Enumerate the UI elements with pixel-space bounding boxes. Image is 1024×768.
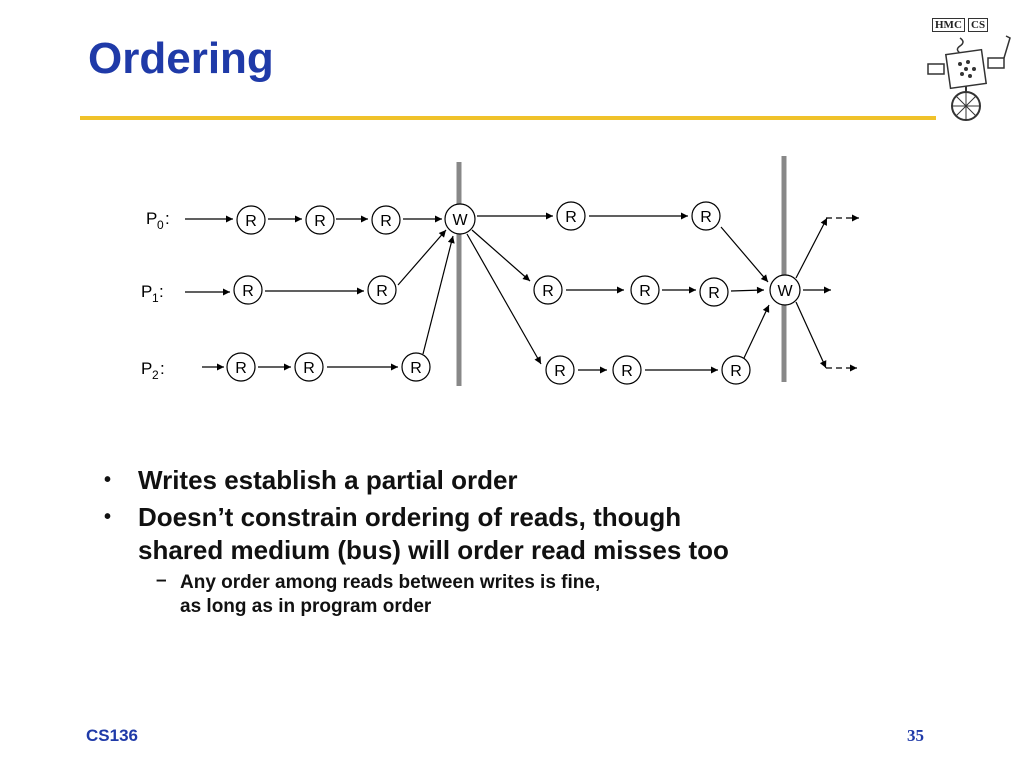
bullet-text-line: shared medium (bus) will order read miss… xyxy=(138,535,729,565)
svg-text:R: R xyxy=(708,285,720,302)
processor-label-p1: P 1 : xyxy=(141,282,164,305)
svg-text:R: R xyxy=(376,283,388,300)
sub-bullet-item: – Any order among reads between writes i… xyxy=(100,570,920,619)
bullet-item: • Writes establish a partial order xyxy=(100,464,920,497)
logo-label-hmc: HMC xyxy=(932,18,965,32)
diagram-nodes: R R R W R R R R R R R W R R R R R R xyxy=(226,201,801,385)
ordering-diagram: P 0 : P 1 : P 2 : xyxy=(141,156,859,386)
node-p0-r4: R xyxy=(556,201,586,231)
svg-text:R: R xyxy=(303,360,315,377)
bullet-item: • Doesn’t constrain ordering of reads, t… xyxy=(100,501,920,567)
sub-bullet-text-line: as long as in program order xyxy=(180,596,432,617)
p2-base: P xyxy=(141,359,152,378)
bullet-list: • Writes establish a partial order • Doe… xyxy=(100,464,920,619)
unicycle-robot-icon xyxy=(927,35,1011,121)
p1-base: P xyxy=(141,282,152,301)
node-p0-r5: R xyxy=(691,201,721,231)
processor-label-p0: P 0 : xyxy=(146,209,170,232)
footer-course: CS136 xyxy=(86,726,138,745)
slide-title: Ordering xyxy=(88,34,274,83)
sub-bullet-marker: – xyxy=(156,570,167,591)
bullet-text-line: Doesn’t constrain ordering of reads, tho… xyxy=(138,502,682,532)
svg-text:W: W xyxy=(777,283,793,300)
title-divider xyxy=(80,116,936,120)
svg-text:R: R xyxy=(235,360,247,377)
sub-bullet-text-line: Any order among reads between writes is … xyxy=(180,572,601,593)
p1-colon: : xyxy=(159,282,164,301)
node-p1-w: W xyxy=(769,274,801,306)
p0-colon: : xyxy=(165,209,170,228)
node-p2-r3: R xyxy=(401,352,431,382)
node-p1-r5: R xyxy=(699,277,729,307)
svg-text:R: R xyxy=(554,363,566,380)
svg-text:R: R xyxy=(565,209,577,226)
p2-colon: : xyxy=(160,359,165,378)
svg-text:R: R xyxy=(730,363,742,380)
svg-text:R: R xyxy=(242,283,254,300)
logo-label-cs: CS xyxy=(968,18,989,32)
svg-text:R: R xyxy=(542,283,554,300)
svg-text:R: R xyxy=(410,360,422,377)
node-p2-r6: R xyxy=(721,355,751,385)
node-p1-r1: R xyxy=(233,275,263,305)
svg-text:R: R xyxy=(621,363,633,380)
p2-sub: 2 xyxy=(152,368,159,382)
node-p1-r2: R xyxy=(367,275,397,305)
p0-base: P xyxy=(146,209,157,228)
svg-text:R: R xyxy=(639,283,651,300)
node-p2-r2: R xyxy=(294,352,324,382)
svg-text:R: R xyxy=(380,213,392,230)
node-p2-r1: R xyxy=(226,352,256,382)
bullet-text: Writes establish a partial order xyxy=(138,465,518,495)
node-p0-w: W xyxy=(444,203,476,235)
page-number: 35 xyxy=(907,726,924,745)
bullet-marker: • xyxy=(104,469,112,491)
node-p2-r4: R xyxy=(545,355,575,385)
ordering-arrows xyxy=(185,212,859,374)
node-p1-r4: R xyxy=(630,275,660,305)
hmc-cs-logo: HMC CS xyxy=(922,14,1014,124)
svg-text:R: R xyxy=(314,213,326,230)
p0-sub: 0 xyxy=(157,218,164,232)
svg-text:R: R xyxy=(245,213,257,230)
p1-sub: 1 xyxy=(152,291,159,305)
node-p2-r5: R xyxy=(612,355,642,385)
svg-text:R: R xyxy=(700,209,712,226)
processor-label-p2: P 2 : xyxy=(141,359,165,382)
svg-text:W: W xyxy=(452,212,468,229)
node-p0-r3: R xyxy=(371,205,401,235)
bullet-marker: • xyxy=(104,506,112,528)
node-p0-r1: R xyxy=(236,205,266,235)
node-p1-r3: R xyxy=(533,275,563,305)
node-p0-r2: R xyxy=(305,205,335,235)
